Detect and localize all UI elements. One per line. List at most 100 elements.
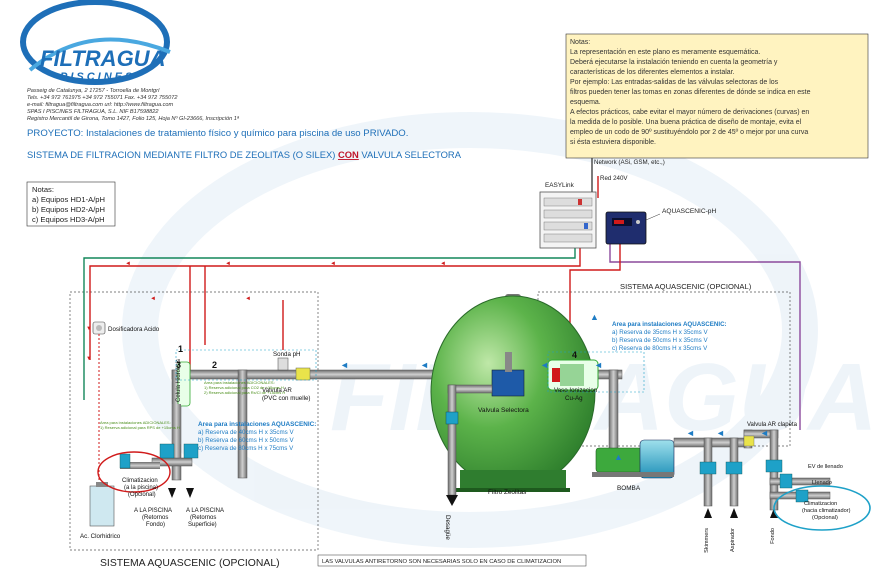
antiretorno-note: LAS VALVULAS ANTIRETORNO SON NECESARIAS … — [322, 559, 561, 565]
logo-subtext: PISCINES — [60, 71, 135, 83]
valvula-selectora-label: Valvula Selectora — [478, 407, 529, 414]
sonda-label: Sonda pH — [273, 351, 301, 358]
flow-arrows: ◄◄◄ ◄◄◄◄ ▲▲ — [340, 312, 769, 462]
wire-arrows: ◄◄◄◄ ◄◄▼▼ — [86, 261, 446, 362]
note-line: a) Equipos HD1-A/pH — [32, 195, 105, 204]
area-right-title: Area para instalaciones AQUASCENIC: — [612, 321, 727, 328]
area-left-item: a) Reserva de 40cms H x 35cms V — [198, 429, 294, 436]
celula-label: Celula Hidrolisis — [176, 359, 182, 402]
ev-llenado-label: EV de llenado — [808, 464, 843, 470]
system-title: SISTEMA DE FILTRACION MEDIANTE FILTRO DE… — [27, 149, 462, 160]
skimmers-label: Skimmers — [704, 528, 710, 553]
vaso-label-2: Cu-Ag — [565, 395, 583, 402]
llenado-label: Llenado — [812, 480, 832, 486]
note-line: Notas: — [32, 185, 54, 194]
marker-1: 1 — [178, 344, 183, 354]
purple-wire-right — [609, 244, 801, 430]
svg-text:◄: ◄ — [125, 261, 131, 267]
note-line: b) Equipos HD2-A/pH — [32, 205, 105, 214]
logo-text: FILTRAGUA — [40, 46, 165, 71]
area-right-item: c) Reserva de 80cms H x 35cms V — [612, 345, 708, 352]
green-wire-left — [83, 246, 576, 400]
svg-text:◄: ◄ — [420, 360, 429, 370]
note-line: esquema. — [570, 99, 601, 106]
area-small-line: Area para instalaciones ADICIONALES: — [204, 380, 275, 385]
svg-text:◄: ◄ — [245, 296, 251, 302]
easylink-label: EASYLink — [545, 182, 575, 189]
address-line: Tels. +34 972 761975 +34 972 755071 Fax.… — [27, 95, 178, 101]
note-line: Deberá ejecutarse la instalación teniend… — [570, 59, 778, 66]
clim-right-label-2: (hacia climatizador) — [802, 508, 851, 514]
aspirador-label: Aspirador — [730, 528, 736, 552]
note-line: La representación en este plano es meram… — [570, 49, 760, 56]
area-small-line: 1) Reserva adicional para RPS de +15cms … — [100, 425, 180, 430]
red-240v-label: Red 240V — [600, 175, 628, 182]
area-small-left: Area para instalaciones ADICIONALES: 1) … — [100, 420, 180, 430]
note-line: Por ejemplo: Las entradas-salidas de las… — [570, 79, 779, 86]
vaso-ionizacion — [547, 359, 599, 391]
area-left-item: c) Reserva de 80cms H x 75cms V — [198, 445, 294, 452]
svg-text:▼: ▼ — [86, 326, 92, 332]
area-small-top-outline — [175, 349, 317, 381]
note-line: filtros pueden tener las tomas en zonas … — [570, 89, 811, 96]
desague-pipe — [445, 384, 493, 506]
sistema-right-label: SISTEMA AQUASCENIC (OPCIONAL) — [620, 282, 752, 291]
vaso-label-1: Vaso Ionizacion — [554, 387, 598, 394]
address-line: e-mail: filtragua@filtragua.com url: htt… — [27, 102, 174, 108]
acid-tank — [89, 482, 115, 527]
clim-right-label-1: Climatizacion — [804, 501, 837, 507]
dosificadora-label: Dosificadora Acido — [108, 326, 160, 333]
area-left-title: Area para instalaciones AQUASCENIC: — [198, 421, 316, 428]
note-line: la medida de lo posible. Una buena práct… — [570, 119, 802, 126]
address-line: Registro Mercantil de Girona, Tomo 1427,… — [27, 115, 240, 122]
address-line: Passeig de Catalunya, 2 17257 - Torroell… — [27, 88, 160, 94]
note-line: empleo de un codo de 90º sustituyéndolo … — [570, 129, 808, 136]
piscina-label: A LA PISCINA — [186, 508, 224, 514]
system-title-post: VALVULA SELECTORA — [359, 149, 462, 160]
marker-3: 3 — [176, 360, 181, 370]
system-title-con: CON — [338, 149, 359, 160]
clim-right-highlight — [773, 485, 871, 531]
piscina-label: Superficie) — [188, 522, 217, 528]
area-right-item: b) Reserva de 50cms H x 35cms V — [612, 337, 708, 344]
marker-4: 4 — [572, 350, 577, 360]
note-line: Notas: — [570, 39, 590, 46]
note-line: si ésta estuviera disponible. — [570, 139, 656, 146]
address-line: SPAS I PISCINES FILTRAGUA, S.L. NIF B175… — [27, 109, 159, 115]
area-left: Area para instalaciones AQUASCENIC: a) R… — [198, 421, 316, 452]
clim-left-label-1: Climatizacion — [122, 478, 158, 484]
red-wire-left — [89, 246, 581, 360]
clim-left-label-2: (a la piscina) — [124, 485, 158, 491]
aquascenic-left-box — [69, 291, 319, 551]
piscina-label: A LA PISCINA — [134, 508, 172, 514]
area-right-outline — [547, 351, 645, 393]
note-line: características de los diferentes elemen… — [570, 69, 735, 76]
svg-text:◄: ◄ — [340, 360, 349, 370]
area-small-line: 2) Reserva adicional para Rx/Cl de +15cm… — [204, 390, 285, 395]
valvula-selectora-body — [491, 369, 525, 397]
svg-text:▲: ▲ — [614, 452, 623, 462]
desague-label: Desagüe — [444, 515, 451, 540]
numbered-markers: 1 2 3 4 — [176, 344, 577, 370]
svg-text:◄: ◄ — [330, 261, 336, 267]
filter-tank — [430, 294, 596, 492]
system-title-pre: SISTEMA DE FILTRACION MEDIANTE FILTRO DE… — [27, 149, 338, 160]
marker-2: 2 — [212, 360, 217, 370]
piscina-label: (Retornos — [142, 515, 168, 521]
notes-left: Notas: a) Equipos HD1-A/pH b) Equipos HD… — [26, 181, 116, 227]
area-right: Area para instalaciones AQUASCENIC: a) R… — [612, 321, 727, 352]
svg-text:◄: ◄ — [760, 428, 769, 438]
area-left-item: b) Reserva de 60cms H x 50cms V — [198, 437, 294, 444]
svg-text:▲: ▲ — [590, 312, 599, 322]
svg-text:◄: ◄ — [594, 360, 603, 370]
area-small-line: 1) Reserva adicional para CO2 de +15cms … — [204, 385, 284, 390]
suction-lines — [699, 429, 831, 518]
svg-text:◄: ◄ — [440, 261, 446, 267]
fondo-label: Fondo — [770, 528, 776, 544]
valvula-ar-label-1: Valvula AR — [262, 387, 292, 394]
note-line: A efectos prácticos, cabe evitar el mayo… — [570, 109, 809, 116]
filtro-label: Filtro Zeolitas — [488, 489, 526, 496]
svg-text:◄: ◄ — [225, 261, 231, 267]
